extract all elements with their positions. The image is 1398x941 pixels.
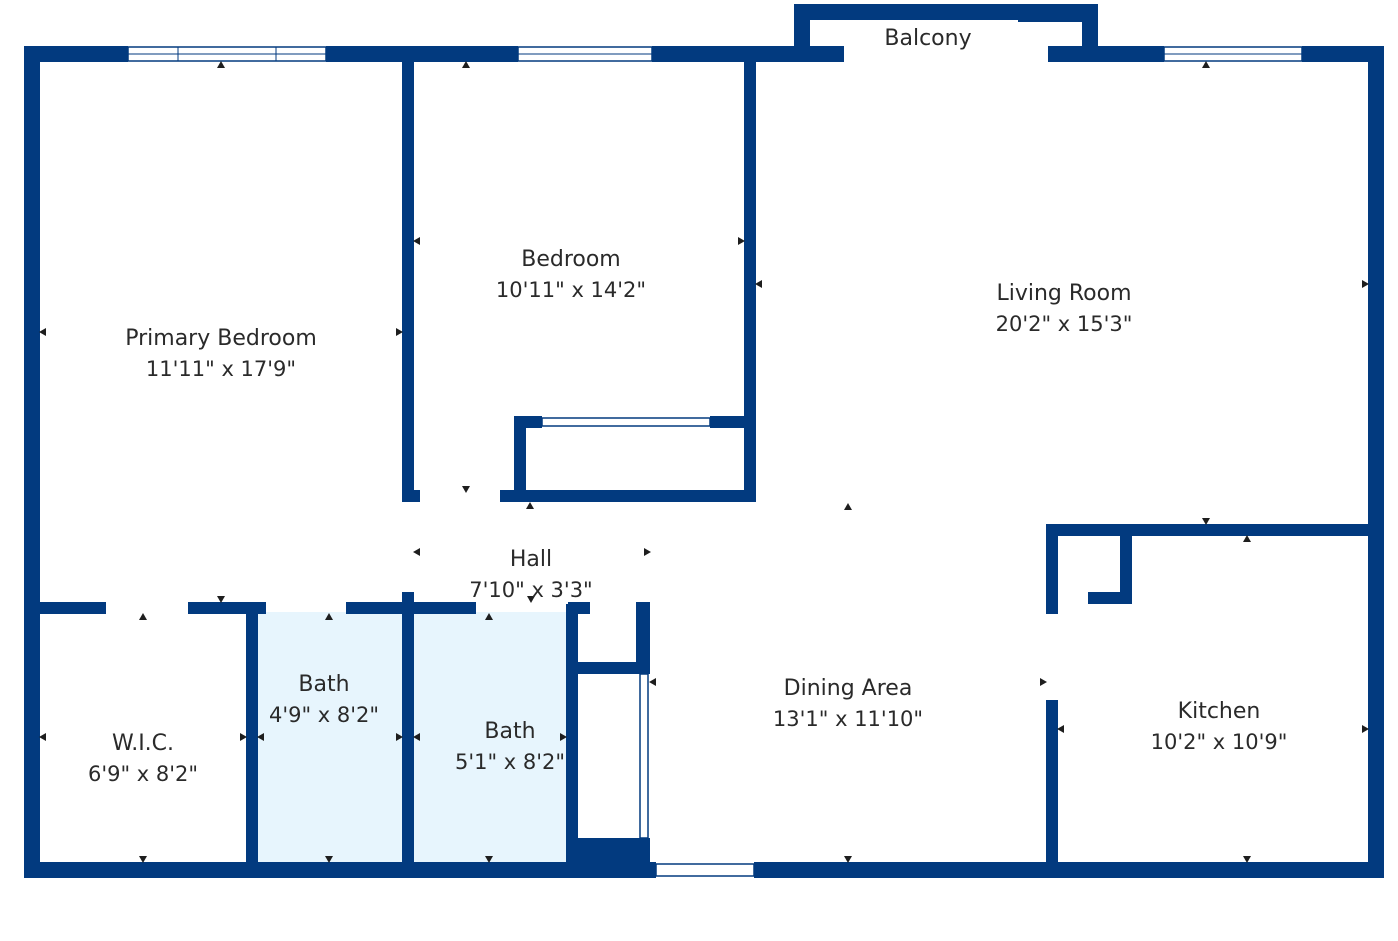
primary-bedroom-dims: 11'11" x 17'9" <box>146 357 296 381</box>
dimension-arrow-icon <box>1202 518 1210 525</box>
dimension-arrow-icon <box>325 613 333 620</box>
dimension-arrow-icon <box>560 733 567 741</box>
dimension-arrow-icon <box>413 237 420 245</box>
bedroom-dims: 10'11" x 14'2" <box>496 278 646 302</box>
dimension-arrow-icon <box>325 856 333 863</box>
dimension-arrow-icon <box>527 596 535 603</box>
dimension-arrow-icon <box>1362 725 1369 733</box>
balcony-label: Balcony <box>884 26 971 51</box>
hall-name: Hall <box>510 547 552 572</box>
dimension-arrow-icon <box>139 613 147 620</box>
dimension-arrow-icon <box>844 503 852 510</box>
bedroom-name: Bedroom <box>521 247 621 272</box>
living-room-name: Living Room <box>996 281 1131 306</box>
dimension-arrow-icon <box>649 678 656 686</box>
dimension-arrow-icon <box>462 486 470 493</box>
bath-2-fill <box>412 612 570 862</box>
exterior-walls <box>24 46 1384 878</box>
bath-1-name: Bath <box>298 672 349 697</box>
dimension-arrow-icon <box>1362 280 1369 288</box>
bath-1-dims: 4'9" x 8'2" <box>269 703 379 727</box>
dimension-arrow-icon <box>413 548 420 556</box>
living-room-dims: 20'2" x 15'3" <box>996 312 1133 336</box>
wic-name: W.I.C. <box>112 731 174 756</box>
dimension-arrow-icon <box>485 613 493 620</box>
dimension-arrow-icon <box>217 61 225 68</box>
dimension-arrow-icon <box>257 733 264 741</box>
dimension-arrow-icon <box>217 596 225 603</box>
dimension-arrow-icon <box>139 856 147 863</box>
primary-bedroom-name: Primary Bedroom <box>125 326 317 351</box>
dimension-arrow-icon <box>1040 678 1047 686</box>
hall-dims: 7'10" x 3'3" <box>469 578 592 602</box>
dining-area-dims: 13'1" x 11'10" <box>773 707 923 731</box>
window-primary-bedroom <box>127 46 327 62</box>
dimension-arrow-icon <box>39 328 46 336</box>
dining-area-name: Dining Area <box>784 676 913 701</box>
balcony-walls <box>794 4 1098 58</box>
dimension-arrow-icon <box>240 733 247 741</box>
dimension-arrow-icon <box>396 733 403 741</box>
dimension-arrow-icon <box>738 237 745 245</box>
window-living-room <box>1163 46 1303 62</box>
dimension-arrow-icon <box>396 328 403 336</box>
dimension-arrow-icon <box>462 61 470 68</box>
dimension-arrow-icon <box>39 733 46 741</box>
entry-threshold <box>655 863 755 877</box>
window-bedroom <box>517 46 653 62</box>
dimension-arrow-icon <box>1057 725 1064 733</box>
dimension-arrow-icon <box>1243 535 1251 542</box>
kitchen-dims: 10'2" x 10'9" <box>1151 730 1288 754</box>
dimension-arrow-icon <box>485 856 493 863</box>
dimension-arrow-icon <box>644 548 651 556</box>
bath-2-name: Bath <box>484 719 535 744</box>
dimension-arrow-icon <box>526 502 534 509</box>
dimension-arrow-icon <box>755 280 762 288</box>
bath-2-dims: 5'1" x 8'2" <box>455 750 565 774</box>
wic-dims: 6'9" x 8'2" <box>88 762 198 786</box>
dimension-arrow-icon <box>844 856 852 863</box>
window-bedroom-closet <box>541 417 711 427</box>
interior-walls <box>24 56 1384 878</box>
dimension-arrow-icon <box>413 733 420 741</box>
kitchen-name: Kitchen <box>1178 699 1261 724</box>
dimension-arrows <box>39 61 1369 863</box>
dimension-arrow-icon <box>1202 61 1210 68</box>
window-closet-vertical <box>639 673 649 839</box>
dimension-arrow-icon <box>1243 856 1251 863</box>
bath-1-fill <box>256 612 404 862</box>
